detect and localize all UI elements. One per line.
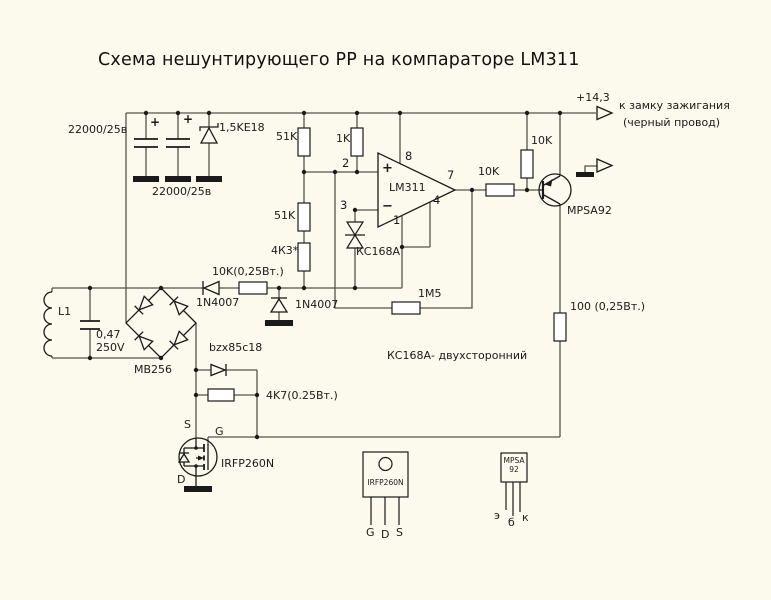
r-feedback-label: 1М5 [418, 287, 442, 300]
noninverting-mark: + [382, 161, 393, 176]
ground-drain [184, 486, 212, 492]
pkg-mpsa-pin-b: б [508, 516, 515, 529]
filter-cap-2 [166, 138, 190, 148]
clamp-diode-1n4007 [269, 297, 289, 313]
body-diode [177, 452, 191, 463]
output-terminal-arrow [596, 105, 614, 121]
pkg-mpsa-pin-k: к [522, 511, 529, 524]
resistor-51k-mid [297, 202, 311, 232]
ground-symbols [133, 172, 594, 492]
resistor-4k3 [297, 242, 311, 272]
mosfet-drain-label: D [177, 473, 186, 486]
r51k-mid-label: 51K [274, 209, 296, 222]
r1k-label: 1K [336, 132, 351, 145]
cap2-polarity: + [183, 112, 194, 126]
pin2-label: 2 [342, 156, 350, 170]
pnp-emitter-arrow [544, 179, 553, 187]
cap1-polarity: + [150, 115, 161, 129]
bridge-diode-bl [134, 331, 154, 351]
pin7-label: 7 [447, 168, 455, 182]
gate-zener-label: bzx85c18 [209, 341, 263, 354]
junction-dots [87, 110, 563, 440]
ground-tvs [196, 176, 222, 182]
resistors [207, 127, 567, 402]
terminals [596, 105, 614, 173]
r100-label: 100 (0,25Вт.) [570, 300, 646, 313]
r10k-pullup-label: 10K [531, 134, 553, 147]
bridge-diode-tl [134, 295, 154, 315]
mosfet-arrow [198, 455, 204, 461]
zener-note-label: КС168А- двухсторонний [387, 349, 528, 362]
pin8-label: 8 [405, 149, 413, 163]
bridge-diode-br [169, 330, 189, 350]
ground-terminal-arrow [596, 158, 614, 173]
transistor-mpsa92 [538, 173, 572, 207]
capacitor-plates [80, 138, 190, 330]
input-zener-label: КС168А [356, 245, 401, 258]
mosfet-gate-label: G [215, 425, 224, 438]
gen-cap-value-label: 0,47 [96, 328, 121, 341]
r4k3-label: 4К3* [271, 244, 299, 257]
bidirectional-zener-kc168a [345, 221, 365, 249]
resistor-10k-pullup [520, 149, 534, 179]
tvs-value-label: 1,5KE18 [219, 121, 265, 134]
ignition-label-line1: к замку зажигания [619, 99, 730, 112]
tvs-diode [199, 123, 219, 144]
filter-cap-1 [134, 138, 158, 148]
resistor-51k-top [297, 127, 311, 157]
ground-terminal-wire [584, 165, 597, 172]
ground-clamp [265, 320, 293, 326]
d-clamp-label: 1N4007 [295, 298, 339, 311]
pkg-mpsa-name-line2: 92 [509, 465, 519, 474]
resistor-10k-series [238, 281, 268, 295]
cap1-value-label: 22000/25в [68, 123, 128, 136]
ic-name-label: LM311 [389, 181, 426, 194]
bridge-mb256 [125, 287, 197, 359]
pkg-mpsa-pin-e: э [494, 509, 501, 522]
comparator-lm311 [377, 151, 457, 229]
pin4-label: 4 [433, 193, 441, 207]
package-mpsa92 [500, 452, 528, 516]
r51k-top-label: 51K [276, 130, 298, 143]
bridge-label: MB256 [134, 363, 173, 376]
mosfet-source-label: S [184, 418, 191, 431]
transistor-label: MPSA92 [567, 204, 612, 217]
cap2-value-label: 22000/25в [152, 185, 212, 198]
pin1-label: 1 [393, 213, 401, 227]
ignition-label-line2: (черный провод) [623, 116, 721, 129]
pin3-label: 3 [340, 198, 348, 212]
pkg-mpsa-name-line1: MPSA [503, 456, 525, 465]
output-voltage-label: +14,3 [576, 91, 610, 104]
resistor-4k7 [207, 388, 235, 402]
r10k-series-label: 10K(0,25Вт.) [212, 265, 284, 278]
bridge-diode-tr [169, 296, 189, 316]
series-diode-1n4007 [202, 280, 220, 296]
gate-zener-bzx85c18 [210, 363, 227, 377]
inverting-mark: − [382, 199, 393, 214]
package-irfp260n [362, 451, 409, 525]
resistor-1k [350, 127, 364, 157]
gen-cap-voltage-label: 250V [96, 341, 125, 354]
r10k-out-label: 10K [478, 165, 500, 178]
mosfet-irfp260n [177, 437, 218, 486]
ground-cap2 [165, 176, 191, 182]
mosfet-part-label: IRFP260N [221, 457, 275, 470]
pkg-irfp-pin-s: S [396, 526, 403, 539]
coil-l1 [43, 291, 53, 357]
d-series-label: 1N4007 [196, 296, 240, 309]
gate-resistor-label: 4K7(0.25Вт.) [266, 389, 338, 402]
resistor-1m5 [391, 301, 421, 315]
resistor-10k-out [485, 183, 515, 197]
schematic-title: Схема нешунтирующего РР на компараторе L… [98, 50, 580, 70]
coil-label: L1 [58, 305, 72, 318]
pkg-irfp-pin-d: D [381, 528, 390, 541]
pkg-irfp-pin-g: G [366, 526, 375, 539]
resistor-100 [553, 312, 567, 342]
ground-terminal [576, 172, 594, 177]
ground-cap1 [133, 176, 159, 182]
generator-cap [80, 320, 100, 330]
pkg-irfp-name: IRFP260N [367, 478, 404, 487]
